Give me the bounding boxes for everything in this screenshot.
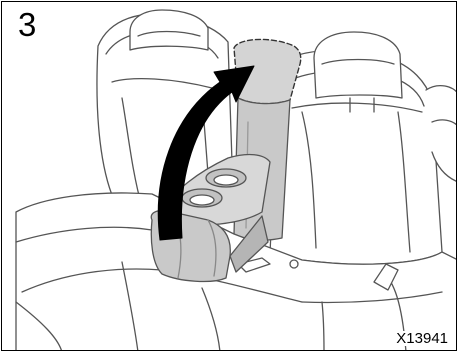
figure-code: X13941 [394, 331, 448, 346]
step-number: 3 [18, 8, 36, 41]
left-headrest [130, 10, 208, 50]
rear-seat-illustration [2, 2, 457, 351]
